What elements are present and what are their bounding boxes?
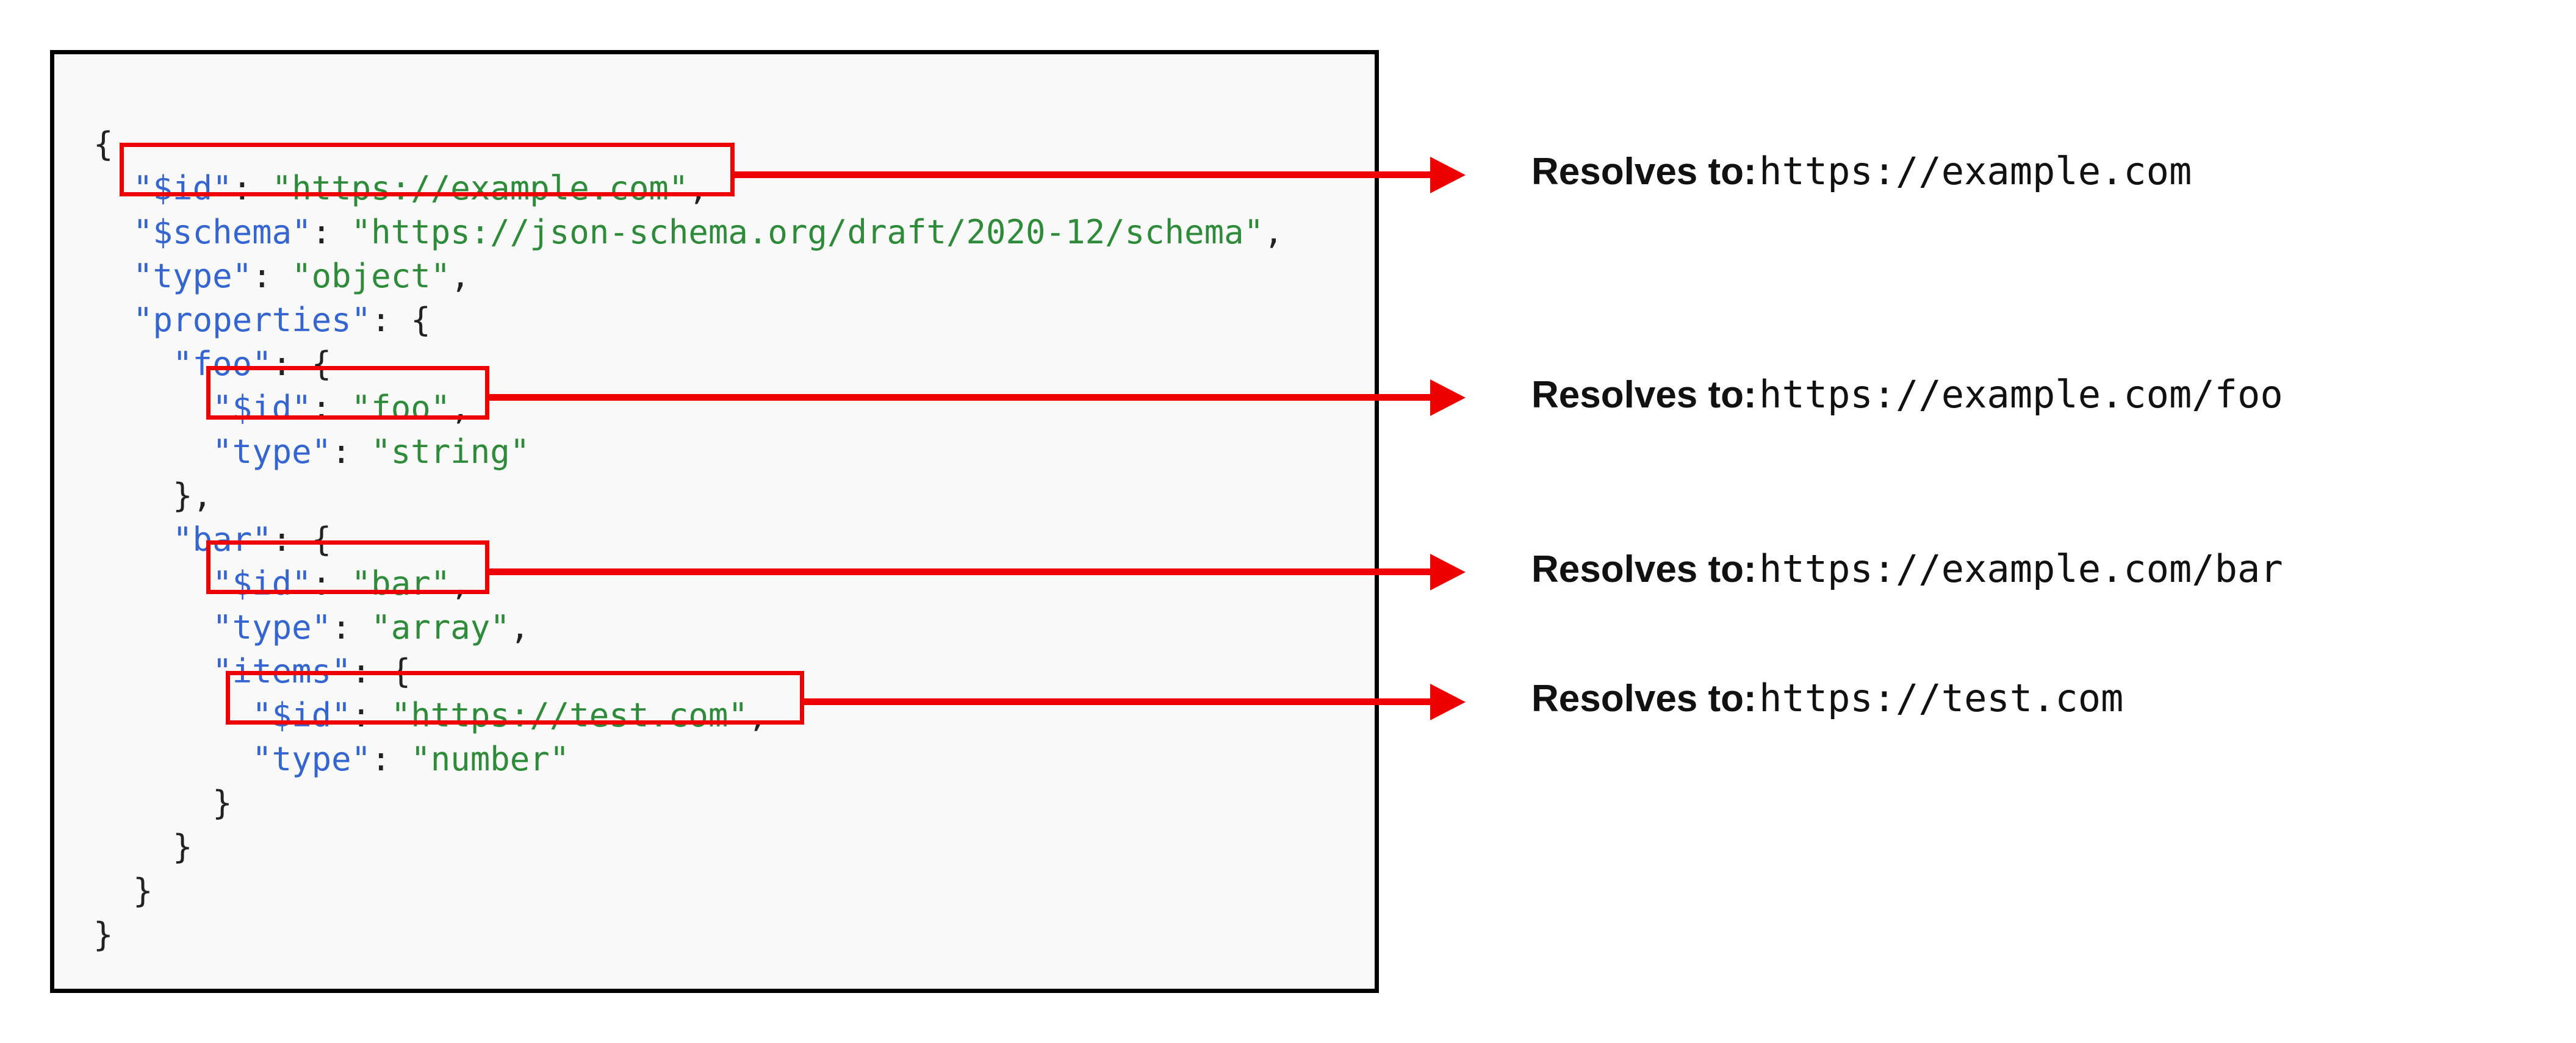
resolved-uri-value: https://example.com/foo xyxy=(1759,372,2283,417)
code-token-punct: } xyxy=(93,916,113,954)
code-token-str: "https://test.com" xyxy=(390,696,748,734)
arrow-line xyxy=(487,394,1434,401)
arrow-line xyxy=(802,698,1434,705)
code-token-str: "https://example.com" xyxy=(272,169,689,207)
code-token-str: "number" xyxy=(411,740,570,778)
code-line: "type": "number" xyxy=(93,737,1284,781)
code-line: "type": "object", xyxy=(93,254,1284,298)
code-token-key: "type" xyxy=(133,257,253,295)
code-token-punct: , xyxy=(450,564,470,603)
code-line: "$id": "https://test.com", xyxy=(93,694,1284,737)
code-token-punct: } xyxy=(133,872,153,910)
code-token-key: "items" xyxy=(212,652,351,690)
arrow-head-icon xyxy=(1430,684,1466,720)
json-schema-code-panel: { "$id": "https://example.com", "$schema… xyxy=(50,50,1379,993)
code-line: "type": "array", xyxy=(93,606,1284,650)
code-token-str: "foo" xyxy=(351,389,451,427)
code-token-punct: } xyxy=(212,784,232,822)
code-token-punct: , xyxy=(450,389,470,427)
code-token-key: "$id" xyxy=(212,389,312,427)
resolved-uri-value: https://example.com xyxy=(1759,149,2192,193)
code-token-punct: , xyxy=(688,169,708,207)
annotation-items: Resolves to: https://test.com xyxy=(1531,679,2123,718)
code-token-key: "type" xyxy=(212,432,332,471)
code-token-punct: : { xyxy=(351,652,411,690)
code-token-punct: : xyxy=(351,696,391,734)
code-line: "properties": { xyxy=(93,298,1284,342)
code-token-punct: }, xyxy=(173,476,213,515)
code-token-key: "$schema" xyxy=(133,213,312,251)
code-line: { xyxy=(93,123,1284,167)
code-token-key: "type" xyxy=(252,740,372,778)
resolves-to-label: Resolves to: xyxy=(1531,374,1757,416)
resolved-uri-value: https://example.com/bar xyxy=(1759,547,2283,591)
code-line: } xyxy=(93,913,1284,957)
code-token-punct: : { xyxy=(371,301,431,339)
code-token-punct: , xyxy=(509,608,530,647)
code-token-punct: : xyxy=(311,213,351,251)
code-line: "foo": { xyxy=(93,342,1284,386)
code-line: "bar": { xyxy=(93,518,1284,562)
code-token-str: "https://json-schema.org/draft/2020-12/s… xyxy=(351,213,1264,251)
code-token-key: "$id" xyxy=(133,169,232,207)
code-token-str: "string" xyxy=(371,432,530,471)
code-token-str: "array" xyxy=(371,608,510,647)
resolves-to-label: Resolves to: xyxy=(1531,678,1757,720)
code-token-key: "bar" xyxy=(173,520,272,559)
code-token-key: "$id" xyxy=(212,564,312,603)
resolves-to-label: Resolves to: xyxy=(1531,151,1757,193)
code-line: } xyxy=(93,825,1284,869)
code-line: "$id": "foo", xyxy=(93,386,1284,430)
code-token-key: "type" xyxy=(212,608,332,647)
code-line: }, xyxy=(93,474,1284,518)
code-line: } xyxy=(93,781,1284,825)
code-token-punct: } xyxy=(173,828,193,866)
arrow-head-icon xyxy=(1430,554,1466,590)
code-token-key: "properties" xyxy=(133,301,372,339)
code-token-key: "foo" xyxy=(173,345,272,383)
code-token-punct: , xyxy=(450,257,470,295)
code-token-str: "object" xyxy=(292,257,451,295)
code-token-punct: : xyxy=(331,432,372,471)
code-token-punct: : { xyxy=(272,520,332,559)
code-line: "items": { xyxy=(93,650,1284,694)
code-line: "$id": "https://example.com", xyxy=(93,167,1284,210)
code-token-key: "$id" xyxy=(252,696,351,734)
code-line: "$id": "bar", xyxy=(93,562,1284,606)
resolves-to-label: Resolves to: xyxy=(1531,548,1757,590)
code-token-punct: : { xyxy=(272,345,332,383)
code-token-punct: : xyxy=(252,257,292,295)
code-token-str: "bar" xyxy=(351,564,451,603)
annotation-foo: Resolves to: https://example.com/foo xyxy=(1531,376,2283,414)
arrow-head-icon xyxy=(1430,157,1466,193)
code-line: } xyxy=(93,869,1284,913)
annotation-bar: Resolves to: https://example.com/bar xyxy=(1531,550,2283,589)
json-code-block: { "$id": "https://example.com", "$schema… xyxy=(93,123,1284,957)
arrow-line xyxy=(487,568,1434,575)
code-token-punct: { xyxy=(93,125,113,163)
code-token-punct: , xyxy=(1264,213,1284,251)
code-token-punct: : xyxy=(371,740,411,778)
annotation-root: Resolves to: https://example.com xyxy=(1531,152,2192,191)
code-token-punct: , xyxy=(747,696,768,734)
code-token-punct: : xyxy=(232,169,272,207)
code-token-punct: : xyxy=(311,389,351,427)
arrow-line xyxy=(732,171,1434,178)
code-token-punct: : xyxy=(311,564,351,603)
arrow-head-icon xyxy=(1430,379,1466,416)
code-line: "$schema": "https://json-schema.org/draf… xyxy=(93,210,1284,254)
code-line: "type": "string" xyxy=(93,430,1284,474)
code-token-punct: : xyxy=(331,608,372,647)
resolved-uri-value: https://test.com xyxy=(1759,676,2124,720)
